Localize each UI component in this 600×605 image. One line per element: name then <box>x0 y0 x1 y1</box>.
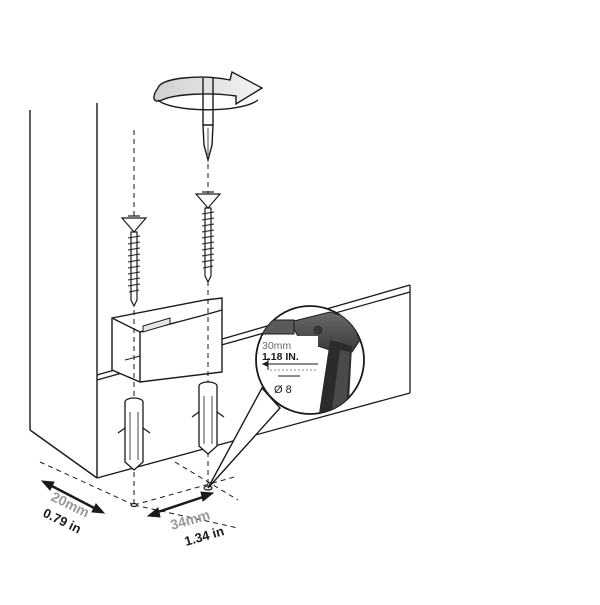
screw-icon <box>194 191 222 284</box>
screwdriver-icon <box>202 78 214 163</box>
rotation-arrow-icon <box>153 70 264 111</box>
spacing-dimension-arrow <box>146 491 215 518</box>
drill-hole-marks <box>130 485 213 508</box>
drill-callout: 30mm 1.18 IN. Ø 8 <box>255 305 365 415</box>
drill-diameter: Ø 8 <box>274 384 292 396</box>
callout-pointer <box>207 386 281 489</box>
depth-dimension-arrow <box>40 480 106 514</box>
drill-depth-in: 1.18 IN. <box>262 351 299 363</box>
wall-plug-icon <box>117 397 151 471</box>
cabinet-side-panel <box>29 103 98 479</box>
drill-depth-mm: 30mm <box>262 340 291 352</box>
mounting-bracket <box>111 297 223 383</box>
screw-icon <box>120 215 148 308</box>
wall-plug-icon <box>191 381 225 455</box>
